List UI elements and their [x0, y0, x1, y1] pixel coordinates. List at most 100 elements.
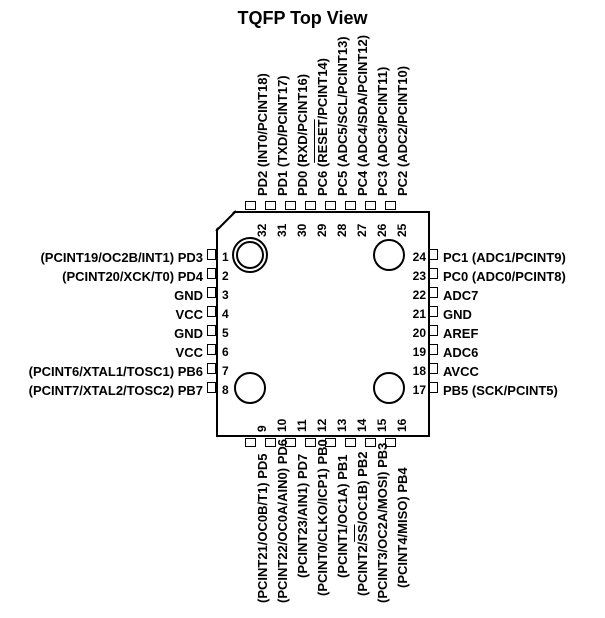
pin-number-31: 31	[275, 223, 289, 237]
pin-label-16: (PCINT4/MISO) PB4	[395, 467, 410, 588]
pin-label-16-text: (PCINT4/MISO) PB4	[395, 467, 410, 588]
pin-number-6: 6	[222, 345, 229, 359]
pin-label-18: AVCC	[443, 364, 479, 379]
pin-label-30: PD0 (RXD/PCINT16)	[295, 74, 310, 196]
pin-number-21: 21	[412, 307, 426, 321]
pin-number-9: 9	[255, 425, 269, 432]
pin-label-29-overline: RESET	[315, 119, 330, 163]
pad-pin-32	[245, 201, 256, 210]
pin-number-3: 3	[222, 288, 229, 302]
pin-label-29-text: PC6 (	[315, 162, 330, 196]
pin-label-27-text: PC4 (ADC4/SDA/PCINT12)	[355, 34, 370, 196]
pad-pin-10	[265, 438, 276, 447]
pin-label-11: (PCINT23/AIN1) PD7	[295, 453, 310, 578]
pin-number-23: 23	[412, 269, 426, 283]
pin-label-13: (PCINT1/OC1A) PB1	[335, 454, 350, 578]
pin-number-18: 18	[412, 364, 426, 378]
pin-number-2: 2	[222, 269, 229, 283]
pin-label-10: (PCINT22/OC0A/AIN0) PD6	[275, 439, 290, 603]
pin-label-19: ADC6	[443, 345, 479, 360]
pin-number-8: 8	[222, 383, 229, 397]
pin-number-12: 12	[315, 418, 329, 432]
pad-pin-23	[429, 268, 438, 279]
pin-label-4: VCC	[175, 307, 203, 322]
pin-label-25-text: PC2 (ADC2/PCINT10)	[395, 65, 410, 196]
pin-label-28: PC5 (ADC5/SCL/PCINT13)	[335, 36, 350, 196]
pin-label-20: AREF	[443, 326, 479, 341]
pin-label-27: PC4 (ADC4/SDA/PCINT12)	[355, 34, 370, 196]
pad-pin-3	[207, 287, 216, 298]
pin-number-22: 22	[412, 288, 426, 302]
pin-number-17: 17	[412, 383, 426, 397]
corner-circle-top-right	[373, 239, 405, 271]
pin-label-2: (PCINT20/XCK/T0) PD4	[62, 269, 203, 284]
pin-number-4: 4	[222, 307, 229, 321]
pad-pin-13	[325, 438, 336, 447]
pin-label-9-text: (PCINT21/OC0B/T1) PD5	[255, 453, 270, 603]
pin-number-28: 28	[335, 223, 349, 237]
package-chamfer-edge	[215, 210, 237, 232]
pad-pin-16	[385, 438, 396, 447]
pad-pin-7	[207, 363, 216, 374]
pin1-marker-inner-circle	[236, 241, 264, 269]
pad-pin-26	[365, 201, 376, 210]
pin-label-15: (PCINT3/OC2A/MOSI) PB3	[375, 443, 390, 603]
pin-number-20: 20	[412, 326, 426, 340]
pad-pin-28	[325, 201, 336, 210]
pad-pin-21	[429, 306, 438, 317]
pad-pin-31	[265, 201, 276, 210]
pin-label-14-text: (PCINT2/	[355, 541, 370, 596]
pad-pin-18	[429, 363, 438, 374]
pin-label-26: PC3 (ADC3/PCINT11)	[375, 67, 390, 196]
pin-label-1: (PCINT19/OC2B/INT1) PD3	[40, 250, 203, 265]
pin-label-12: (PCINT0/CLKO/ICP1) PB0	[315, 439, 330, 596]
pad-pin-19	[429, 344, 438, 355]
pin-number-16: 16	[395, 418, 409, 432]
pin-label-25: PC2 (ADC2/PCINT10)	[395, 65, 410, 196]
pad-pin-1	[207, 249, 216, 260]
pin-label-3: GND	[174, 288, 203, 303]
pin-number-26: 26	[375, 223, 389, 237]
pad-pin-2	[207, 268, 216, 279]
pin-label-6: VCC	[175, 345, 203, 360]
pin-number-13: 13	[335, 418, 349, 432]
pin-label-10-text: (PCINT22/OC0A/AIN0) PD6	[275, 439, 290, 603]
pin-label-14: (PCINT2/SS/OC1B) PB2	[355, 451, 370, 596]
pin-label-28-text: PC5 (ADC5/SCL/PCINT13)	[335, 36, 350, 196]
pad-pin-12	[305, 438, 316, 447]
pin-label-29-post: /PCINT14)	[315, 58, 330, 120]
pin-number-25: 25	[395, 223, 409, 237]
pin-number-10: 10	[275, 418, 289, 432]
pin-label-22: ADC7	[443, 288, 479, 303]
pin1-marker-outer-circle	[232, 237, 268, 273]
pin-label-11-text: (PCINT23/AIN1) PD7	[295, 453, 310, 578]
pin-label-8: (PCINT7/XTAL2/TOSC2) PB7	[28, 383, 203, 398]
pin-label-21: GND	[443, 307, 472, 322]
corner-circle-bottom-left	[234, 372, 266, 404]
pad-pin-27	[345, 201, 356, 210]
pin-label-23: PC0 (ADC0/PCINT8)	[443, 269, 566, 284]
pin-label-17: PB5 (SCK/PCINT5)	[443, 383, 558, 398]
pin-number-15: 15	[375, 418, 389, 432]
pin-number-1: 1	[222, 250, 229, 264]
pad-pin-22	[429, 287, 438, 298]
pad-pin-9	[245, 438, 256, 447]
page-title: TQFP Top View	[237, 8, 368, 28]
pad-pin-15	[365, 438, 376, 447]
pad-pin-29	[305, 201, 316, 210]
pin-number-7: 7	[222, 364, 229, 378]
pin-number-32: 32	[255, 223, 269, 237]
pad-pin-14	[345, 438, 356, 447]
pad-pin-17	[429, 382, 438, 393]
pin-label-29: PC6 (RESET/PCINT14)	[315, 58, 330, 196]
pad-pin-25	[385, 201, 396, 210]
pad-pin-24	[429, 249, 438, 260]
pad-pin-5	[207, 325, 216, 336]
pin-label-13-text: (PCINT1/OC1A) PB1	[335, 454, 350, 578]
pin-label-14-overline: SS	[355, 524, 370, 542]
pin-number-14: 14	[355, 418, 369, 432]
pin-label-14-post: /OC1B) PB2	[355, 451, 370, 525]
pin-label-12-text: (PCINT0/CLKO/ICP1) PB0	[315, 439, 330, 596]
pin-number-27: 27	[355, 223, 369, 237]
